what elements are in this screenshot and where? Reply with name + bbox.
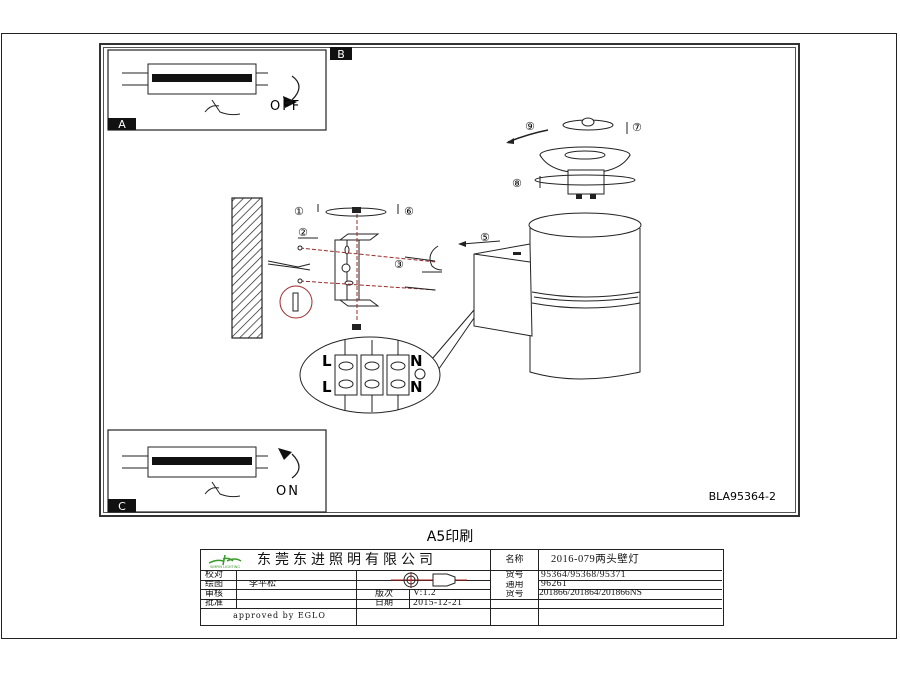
step-2: ② (298, 226, 308, 239)
date-value: 2015-12-21 (413, 599, 463, 608)
item-label: 货号 (505, 571, 524, 580)
drawing-code: BLA95364-2 (709, 490, 776, 503)
date-label: 日期 (374, 599, 393, 608)
row-label: 校对 (205, 571, 224, 580)
version-label: 版次 (374, 589, 393, 599)
breaker-strip-icon (122, 446, 268, 478)
row-label: 审核 (205, 589, 224, 599)
outer-frame (1, 33, 897, 639)
svg-text:SIMPIN LIGHTING: SIMPIN LIGHTING (210, 565, 240, 569)
common-item-2: 201866/201864/201866NS (539, 589, 642, 599)
wall-plug-icon (297, 245, 303, 251)
rotate-arrow-icon (291, 75, 300, 101)
rotate-icon (429, 245, 443, 271)
live-top-label: L (322, 352, 332, 370)
drawing-frame-inner (103, 47, 796, 513)
neutral-top-label: N (410, 352, 423, 370)
product-name: 2016-079两头壁灯 (551, 553, 640, 565)
step-3: ③ (394, 258, 404, 271)
switch-off-label: OFF (270, 99, 301, 114)
version-value: V:1.2 (413, 589, 437, 599)
cable-icon (267, 260, 311, 271)
panel-c-tag (108, 499, 136, 512)
anchor-detail-circle (279, 285, 313, 319)
panel-b-label: B (337, 48, 345, 61)
wall-light-fixture (425, 212, 642, 380)
title-block: SIMPIN LIGHTING 东莞东进照明有限公司 校对 绘图 李平松 审核 … (200, 549, 724, 626)
common-label-2: 货号 (505, 590, 524, 599)
mounting-bracket (334, 233, 380, 307)
item-numbers: 95364/95368/95371 (541, 571, 627, 580)
name-label: 名称 (505, 554, 524, 565)
step-8: ⑧ (512, 177, 522, 190)
step-7: ⑦ (632, 121, 642, 134)
panel-switch-on: C ON (107, 429, 327, 513)
drafter-name: 李平松 (249, 580, 277, 589)
screw-icon (352, 207, 361, 213)
step-6: ⑥ (404, 205, 414, 218)
leader-lines (299, 214, 437, 320)
terminal-block-detail (299, 336, 441, 414)
lamp-and-cover (506, 117, 636, 199)
step-1: ① (294, 205, 304, 218)
row-label: 批准 (205, 599, 224, 608)
company-logo: SIMPIN LIGHTING (203, 552, 247, 569)
step-5: ⑤ (480, 231, 490, 244)
panel-a-tag (108, 118, 136, 130)
screw-icon (352, 324, 361, 330)
switch-on-label: ON (276, 484, 300, 499)
terminal-labels: L L N N (322, 352, 423, 396)
print-size-label: A5印刷 (427, 529, 473, 545)
rotate-arrow-icon (291, 453, 300, 479)
projection-symbol-icon (391, 571, 471, 589)
step-9: ⑨ (525, 120, 535, 133)
row-label: 绘图 (205, 580, 224, 589)
panel-a-label: A (118, 118, 126, 131)
breaker-strip-icon (122, 63, 268, 95)
hand-icon (204, 481, 241, 498)
arrow-5 (461, 240, 501, 245)
panel-c-label: C (118, 500, 126, 513)
panel-switch-off: A B OFF (107, 47, 352, 131)
hand-icon (204, 99, 241, 116)
wall-hatch (231, 197, 263, 339)
wall-plug-icon (297, 278, 303, 284)
approval-note: approved by EGLO (233, 611, 326, 620)
common-item-1: 96261 (541, 580, 568, 589)
live-bottom-label: L (322, 378, 332, 396)
panel-b-tag (330, 47, 352, 60)
neutral-bottom-label: N (410, 378, 423, 396)
common-label-1: 通用 (505, 581, 524, 590)
company-name: 东莞东进照明有限公司 (257, 552, 437, 568)
drawing-frame (99, 43, 800, 517)
